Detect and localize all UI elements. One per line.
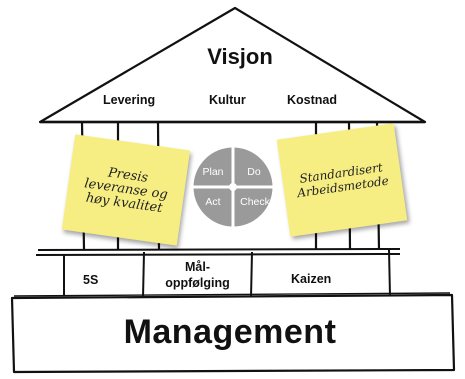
pdca-plan-label: Plan <box>202 166 224 178</box>
management-base: Management <box>123 313 337 351</box>
sticky-note-standard-text: Standardisert Arbeidsmetode <box>296 160 390 201</box>
foundation-kaizen: Kaizen <box>291 272 332 286</box>
foundation-maloppfolging-text: Mål-​oppfølging <box>165 260 230 290</box>
vision-title: Visjon <box>207 44 273 69</box>
pdca-center <box>229 183 237 191</box>
sticky-note-quality: Presis leveranse og høy kvalitet <box>61 134 191 246</box>
pdca-check-segment <box>231 185 276 230</box>
pdca-do-label: Do <box>247 166 261 178</box>
pdca-act-segment <box>190 185 235 230</box>
foundation-maloppfolging: Mål-​oppfølging <box>155 259 240 291</box>
sticky-note-quality-text: Presis leveranse og høy kvalitet <box>83 165 169 217</box>
pillar-label-levering: Levering <box>103 93 156 107</box>
pdca-check-label: Check <box>240 196 270 208</box>
sticky-note-standard: Standardisert Arbeidsmetode <box>276 123 408 237</box>
base-box <box>10 293 456 374</box>
pdca-plan-segment <box>190 144 235 189</box>
pdca-do-segment <box>231 144 276 189</box>
pdca-act-label: Act <box>205 196 221 208</box>
foundation-band <box>35 248 401 299</box>
foundation-5s: 5S <box>83 273 99 287</box>
pillar-label-kultur: Kultur <box>209 93 246 107</box>
pillar-label-kostnad: Kostnad <box>287 93 337 107</box>
pdca-cycle <box>190 144 276 230</box>
